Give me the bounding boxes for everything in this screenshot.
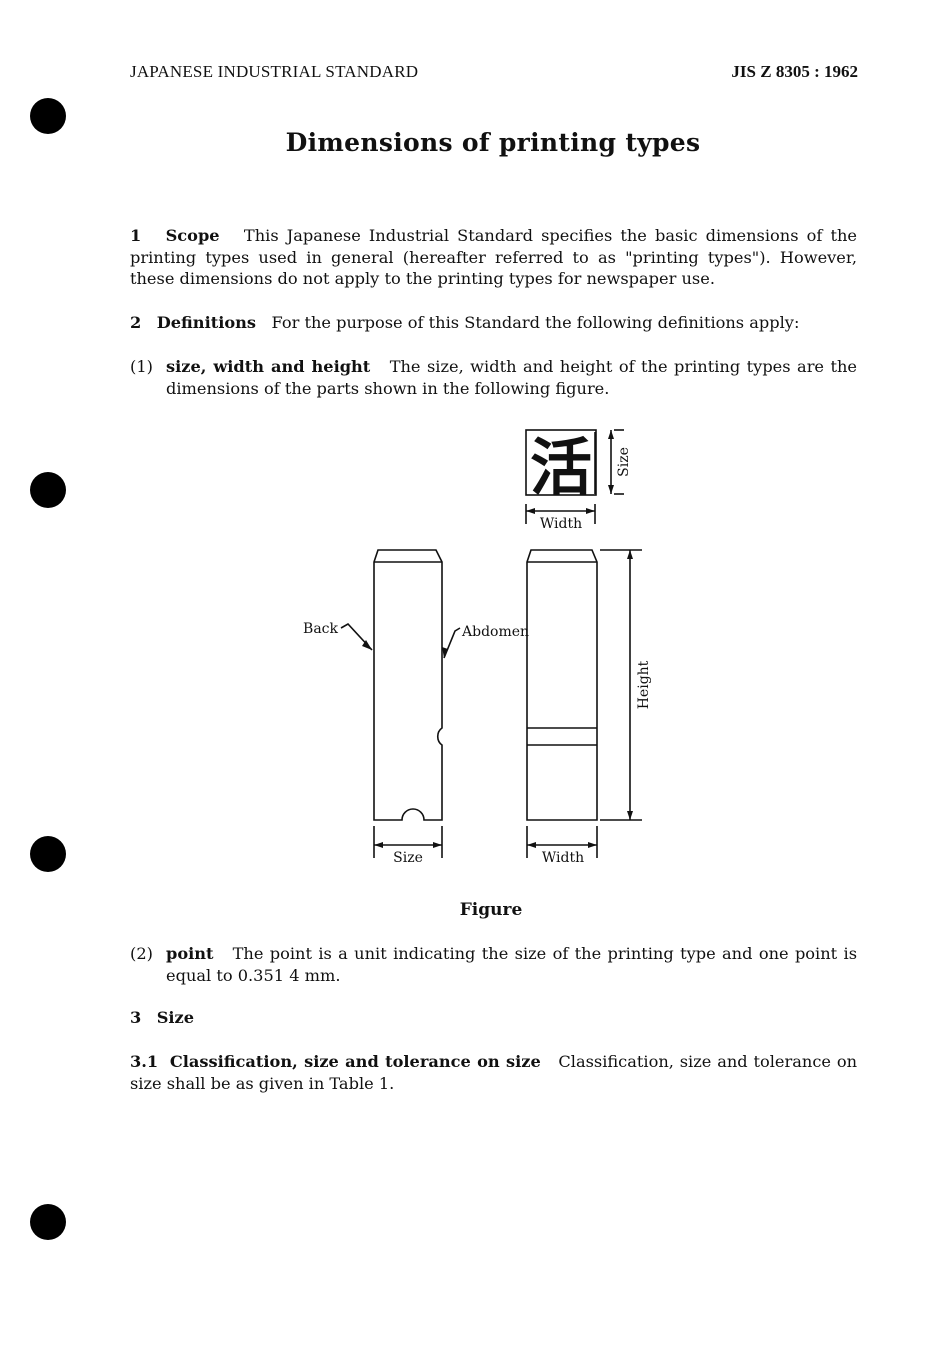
section-heading: Size: [156, 1008, 195, 1027]
type-body-front-view: [526, 549, 598, 821]
section-text: For the purpose of this Standard the fol…: [271, 313, 800, 332]
figure-label-size-top: Size: [616, 447, 632, 477]
definition-item-point: (2) point The point is a unit indicating…: [130, 943, 857, 986]
definition-term: size, width and height: [166, 357, 371, 376]
header-standard-number: JIS Z 8305 : 1962: [731, 62, 858, 81]
figure-label-abdomen: Abdomen: [461, 624, 529, 640]
type-body-side-view: [373, 549, 443, 821]
section-text: This Japanese Industrial Standard specif…: [130, 226, 857, 289]
section-heading: Scope: [165, 226, 220, 245]
section-3-1: 3.1 Classification, size and tolerance o…: [130, 1051, 857, 1094]
item-number: (1): [130, 357, 153, 376]
section-number: 3.1: [130, 1052, 159, 1071]
binder-hole: [30, 98, 66, 134]
header-standard-name: JAPANESE INDUSTRIAL STANDARD: [130, 62, 419, 81]
binder-hole: [30, 836, 66, 872]
definition-text: The size, width and height of the printi…: [166, 357, 857, 398]
back-leader: [340, 622, 373, 651]
section-size: 3 Size: [130, 1007, 857, 1029]
figure-label-width-bottom: Width: [542, 850, 584, 866]
type-face-glyph: 活: [530, 431, 592, 504]
figure-caption: Figure: [459, 900, 523, 920]
definition-item-size-width-height: (1) size, width and height The size, wid…: [130, 356, 857, 399]
section-scope: 1 Scope This Japanese Industrial Standar…: [130, 225, 857, 290]
section-number: 2: [130, 313, 142, 332]
section-definitions: 2 Definitions For the purpose of this St…: [130, 312, 857, 334]
type-face-box: [525, 429, 597, 496]
section-number: 1: [130, 226, 142, 245]
section-heading: Classification, size and tolerance on si…: [169, 1052, 541, 1071]
figure-label-back: Back: [303, 621, 338, 637]
binder-hole: [30, 472, 66, 508]
binder-hole: [30, 1204, 66, 1240]
definition-text: The point is a unit indicating the size …: [166, 944, 857, 985]
page-title: Dimensions of printing types: [285, 128, 701, 157]
section-text: Classification, size and tolerance on si…: [130, 1052, 857, 1093]
figure-label-width-top: Width: [540, 516, 582, 532]
type-dimension-figure: 活 Width Size Back Abdomen Height Size Wi…: [303, 429, 652, 866]
abdomen-leader: [443, 627, 461, 659]
figure-label-size-bottom: Size: [393, 850, 423, 866]
section-heading: Definitions: [156, 313, 257, 332]
figure-label-height: Height: [636, 660, 652, 709]
section-number: 3: [130, 1008, 142, 1027]
definition-term: point: [166, 944, 214, 963]
item-number: (2): [130, 944, 153, 963]
